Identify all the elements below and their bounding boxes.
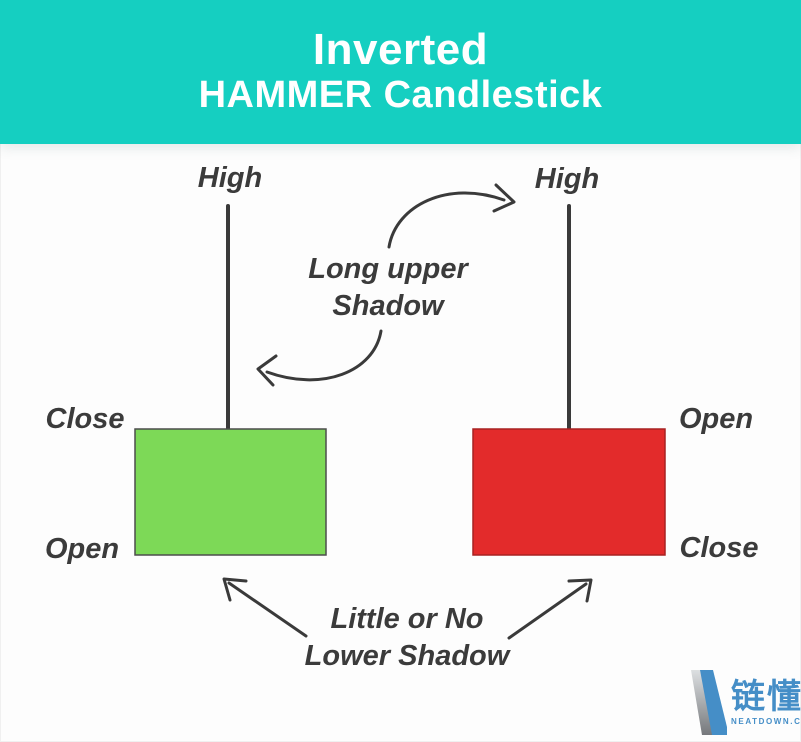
watermark-site: NEATDOWN.COM: [731, 717, 801, 726]
bullish-candle-body: [134, 428, 327, 556]
upper-shadow-line2: Shadow: [332, 290, 444, 322]
title-line1: Inverted: [312, 24, 489, 74]
upper-shadow-line1: Long upper: [308, 253, 468, 285]
watermark-text: 链懂 NEATDOWN.COM: [731, 667, 801, 726]
curved-arrow-lower-left-icon: [265, 329, 383, 382]
bullish-open-label: Open: [44, 533, 120, 565]
bullish-close-label: Close: [45, 403, 125, 435]
watermark-brand: 链懂: [731, 678, 801, 716]
bearish-high-label: High: [534, 163, 600, 195]
lower-shadow-annotation: Little or No Lower Shadow: [305, 601, 510, 675]
bearish-candle-body: [472, 428, 666, 556]
header-banner: Inverted HAMMER Candlestick: [0, 0, 801, 144]
curved-arrow-upper-right-head-icon: [492, 183, 516, 213]
neatdown-l-icon: [691, 670, 727, 735]
bullish-high-label: High: [197, 162, 263, 194]
arrow-to-bullish-bottom-icon: [227, 581, 308, 638]
bearish-close-label: Close: [679, 532, 759, 564]
curved-arrow-lower-left-head-icon: [256, 354, 278, 387]
bearish-open-label: Open: [678, 403, 754, 435]
lower-shadow-line1: Little or No: [330, 603, 484, 635]
upper-shadow-annotation: Long upper Shadow: [308, 251, 467, 325]
arrow-to-bearish-bottom-icon: [507, 582, 588, 640]
lower-shadow-line2: Lower Shadow: [304, 640, 510, 672]
arrow-to-bearish-bottom-head-icon: [567, 578, 593, 603]
watermark-logo: 链懂 NEATDOWN.COM: [683, 667, 801, 735]
title-line2: HAMMER Candlestick: [198, 74, 603, 117]
arrow-to-bullish-bottom-head-icon: [222, 577, 248, 602]
logo-gray-shape: [691, 670, 712, 735]
curved-arrow-upper-right-icon: [387, 191, 506, 249]
